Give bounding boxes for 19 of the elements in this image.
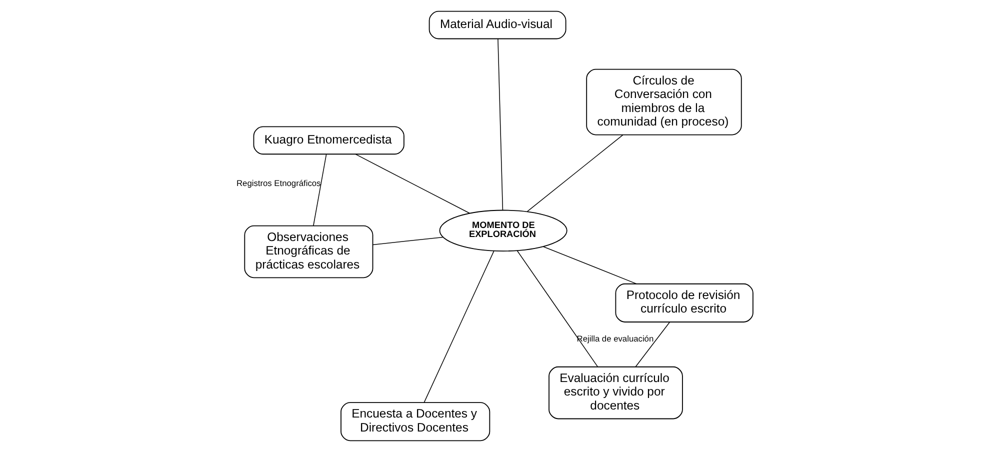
connector [312,154,326,226]
node-box: Encuesta a Docentes y Directivos Docentes [340,402,490,442]
node-box: Protocolo de revisión currículo escrito [614,283,753,322]
connector [497,38,503,210]
connector [634,322,670,368]
edge-label: Registros Etnográficos [236,178,320,188]
connector [423,250,494,403]
connector [516,250,598,368]
connector [372,236,443,246]
node-box: Observaciones Etnográficas de prácticas escolares [244,225,373,278]
node-ellipse: MOMENTO DE EXPLORACIÓN [438,210,567,252]
node-box: Círculos de Conversación con miembros de la comunidad (en proceso) [586,68,742,136]
node-box: Kuagro Etnomercedista [252,126,404,155]
edge-label: Rejilla de evaluación [576,334,654,344]
node-box: Evaluación currículo escrito y vivido por docentes [548,366,682,420]
node-box: Material Audio-visual [428,10,566,40]
connector [354,154,470,214]
connector [542,246,636,284]
connector [526,134,623,212]
